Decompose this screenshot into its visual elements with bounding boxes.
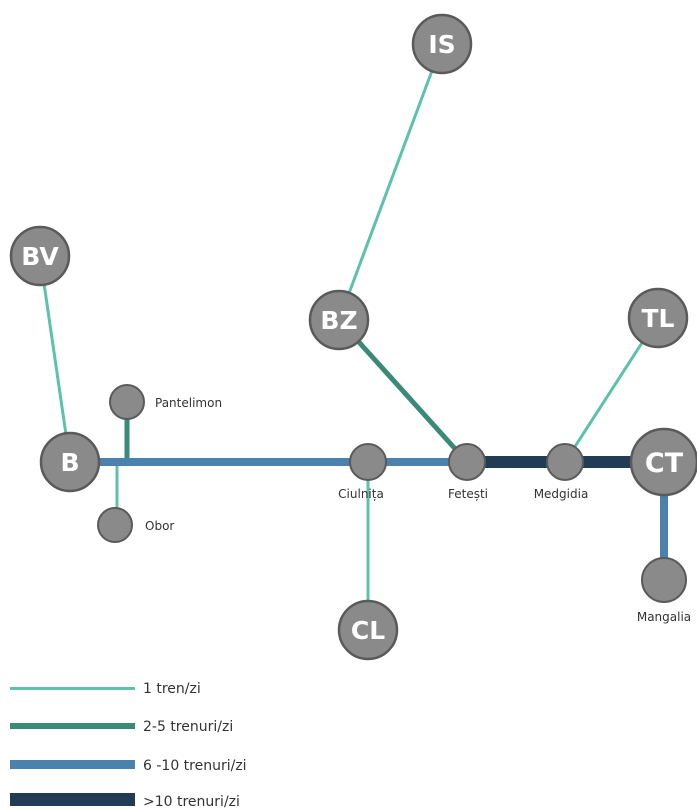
legend: 1 tren/zi 2-5 trenuri/zi 6 -10 trenuri/z…	[10, 681, 247, 809]
station-mangalia-label: Mangalia	[637, 610, 691, 624]
legend-item-4: >10 trenuri/zi	[10, 793, 240, 809]
node-ct[interactable]: CT	[629, 427, 697, 497]
station-ciulnita[interactable]: Ciulnița	[338, 443, 387, 501]
node-b-label: B	[60, 448, 79, 477]
station-medgidia-label: Medgidia	[534, 487, 589, 501]
station-mangalia[interactable]: Mangalia	[637, 557, 691, 624]
node-is-label: IS	[428, 30, 455, 59]
node-is[interactable]: IS	[411, 13, 473, 75]
legend-item-2: 2-5 trenuri/zi	[10, 719, 233, 735]
legend-swatch-2	[10, 723, 135, 729]
legend-label-2: 2-5 trenuri/zi	[143, 719, 233, 735]
node-bv[interactable]: BV	[9, 225, 71, 287]
node-bv-label: BV	[21, 242, 59, 271]
node-ct-label: CT	[645, 448, 684, 479]
edge-is-bz	[337, 43, 444, 321]
station-pantelimon-label: Pantelimon	[155, 396, 222, 410]
station-obor[interactable]: Obor	[97, 507, 174, 543]
legend-swatch-3	[10, 760, 135, 769]
legend-item-3: 6 -10 trenuri/zi	[10, 758, 247, 774]
legend-label-4: >10 trenuri/zi	[143, 794, 240, 809]
node-b[interactable]: B	[39, 431, 101, 493]
legend-swatch-1	[10, 687, 135, 690]
legend-label-1: 1 tren/zi	[143, 681, 201, 697]
edge-bv-b	[38, 255, 72, 463]
station-fetesti-label: Fetești	[448, 487, 488, 501]
station-medgidia[interactable]: Medgidia	[534, 443, 589, 501]
node-bz[interactable]: BZ	[308, 289, 370, 351]
node-tl-label: TL	[642, 304, 675, 333]
node-tl[interactable]: TL	[627, 287, 689, 349]
node-bz-label: BZ	[320, 306, 357, 335]
legend-item-1: 1 tren/zi	[10, 681, 201, 697]
station-nodes: Pantelimon Obor Ciulnița Fetești Medgidi…	[97, 384, 691, 624]
station-ciulnita-label: Ciulnița	[338, 487, 384, 501]
node-cl-label: CL	[351, 616, 385, 645]
node-cl[interactable]: CL	[337, 599, 399, 661]
station-obor-label: Obor	[145, 519, 174, 533]
station-pantelimon[interactable]: Pantelimon	[109, 384, 222, 420]
legend-label-3: 6 -10 trenuri/zi	[143, 758, 247, 774]
edge-bz-fetesti	[337, 318, 469, 464]
city-nodes: IS BV BZ TL B CT CL	[9, 13, 697, 661]
legend-swatch-4	[10, 793, 135, 806]
station-fetesti[interactable]: Fetești	[448, 443, 488, 501]
